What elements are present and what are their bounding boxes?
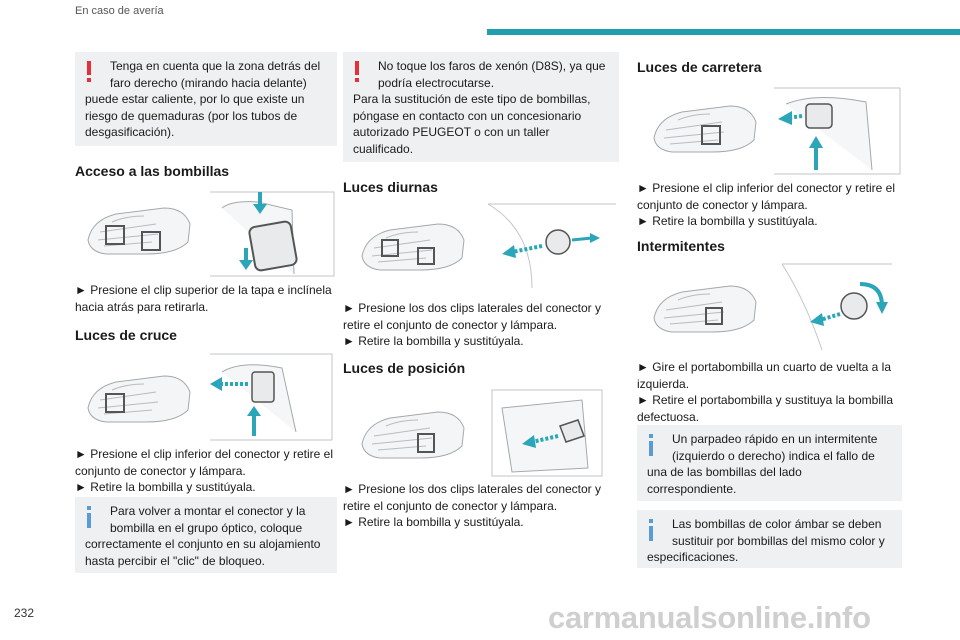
- illustration-daytime-lights: [352, 200, 618, 290]
- page-number: 232: [14, 606, 35, 620]
- step-low-beam-1: ► Presione el clip inferior del conector…: [75, 447, 333, 478]
- step-high-beam-1: ► Presione el clip inferior del conector…: [637, 181, 895, 212]
- warning-xenon-text-rest: Para la sustitución de este tipo de bomb…: [353, 92, 591, 156]
- info-note-flashing-first: Un parpadeo rápido en un intermitente (i…: [672, 432, 878, 463]
- steps-position: ► Presione los dos clips laterales del c…: [343, 481, 619, 531]
- info-note-flashing-rest: una de las bombillas del lado correspond…: [647, 465, 802, 496]
- info-note-reassembly: Para volver a montar el conector y la bo…: [75, 497, 337, 573]
- illustration-position-lights: [352, 388, 618, 478]
- warning-note-hot-zone: Tenga en cuenta que la zona detrás del f…: [75, 52, 337, 146]
- info-icon: [87, 506, 91, 528]
- warning-icon: [87, 61, 91, 82]
- step-daytime-2: ► Retire la bombilla y sustitúyala.: [343, 334, 524, 348]
- step-low-beam-2: ► Retire la bombilla y sustitúyala.: [75, 480, 256, 494]
- warning-icon: [355, 61, 359, 82]
- heading-position-lights: Luces de posición: [343, 360, 466, 376]
- info-note-text-rest: correctamente el conjunto en su alojamie…: [85, 537, 321, 568]
- info-note-amber-bulbs: Las bombillas de color ámbar se deben su…: [637, 510, 902, 568]
- info-note-amber-rest: especificaciones.: [647, 550, 739, 564]
- heading-daytime-lights: Luces diurnas: [343, 179, 438, 195]
- header-accent-bar: [487, 29, 960, 35]
- watermark: carmanualsonline.info: [548, 600, 871, 635]
- warning-xenon-text-first: No toque los faros de xenón (D8S), ya qu…: [378, 59, 606, 90]
- step-high-beam-2: ► Retire la bombilla y sustitúyala.: [637, 214, 818, 228]
- heading-access-bulbs: Acceso a las bombillas: [75, 163, 230, 179]
- warning-note-text-rest: puede estar caliente, por lo que existe …: [85, 92, 305, 139]
- steps-indicators: ► Gire el portabombilla un cuarto de vue…: [637, 359, 905, 425]
- info-icon: [649, 434, 653, 456]
- step-daytime-1: ► Presione los dos clips laterales del c…: [343, 301, 601, 332]
- info-note-text-first: Para volver a montar el conector y la bo…: [110, 504, 306, 535]
- illustration-access-bulbs: [82, 188, 336, 278]
- step-access-1: ► Presione el clip superior de la tapa e…: [75, 283, 332, 314]
- heading-low-beam: Luces de cruce: [75, 327, 177, 343]
- info-note-amber-first: Las bombillas de color ámbar se deben su…: [672, 517, 885, 548]
- steps-high-beam: ► Presione el clip inferior del conector…: [637, 180, 905, 230]
- warning-note-xenon: No toque los faros de xenón (D8S), ya qu…: [343, 52, 619, 162]
- step-position-2: ► Retire la bombilla y sustitúyala.: [343, 515, 524, 529]
- section-title: En caso de avería: [75, 5, 164, 17]
- info-icon: [649, 519, 653, 541]
- step-indicators-1: ► Gire el portabombilla un cuarto de vue…: [637, 360, 892, 391]
- illustration-indicators: [646, 262, 902, 352]
- illustration-high-beam: [646, 86, 902, 176]
- heading-high-beam: Luces de carretera: [637, 59, 762, 75]
- step-position-1: ► Presione los dos clips laterales del c…: [343, 482, 601, 513]
- warning-note-text-first: Tenga en cuenta que la zona detrás del f…: [110, 59, 321, 90]
- heading-indicators: Intermitentes: [637, 238, 725, 254]
- steps-daytime: ► Presione los dos clips laterales del c…: [343, 300, 619, 350]
- illustration-low-beam: [82, 352, 336, 442]
- step-indicators-2: ► Retire el portabombilla y sustituya la…: [637, 393, 893, 424]
- steps-low-beam: ► Presione el clip inferior del conector…: [75, 446, 337, 496]
- info-note-fast-flashing: Un parpadeo rápido en un intermitente (i…: [637, 425, 902, 501]
